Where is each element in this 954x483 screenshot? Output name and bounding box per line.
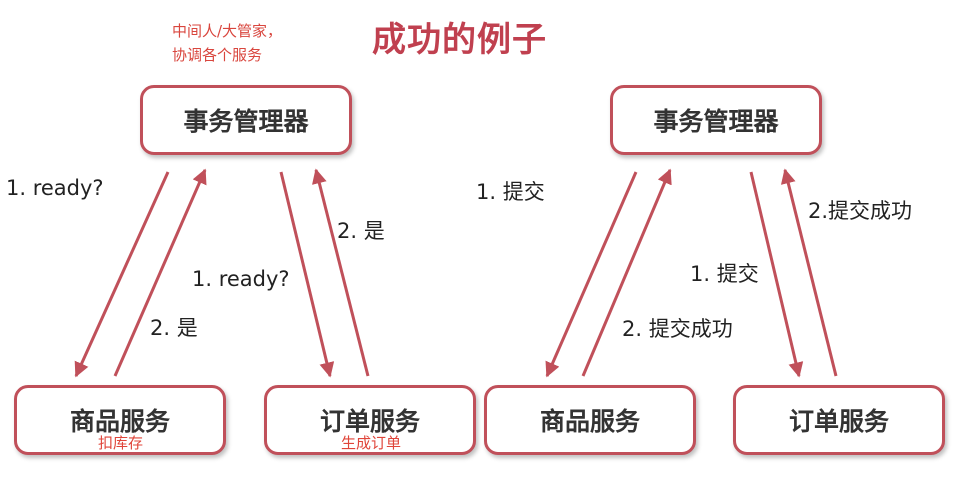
- arrow-left-coordinator-to-order: [279, 171, 335, 378]
- annotation-note: 中间人/大管家， 协调各个服务: [172, 19, 282, 67]
- left-order-service-box: 订单服务: [264, 385, 476, 455]
- left-order-note: 生成订单: [341, 434, 402, 452]
- left-label-yes-goods: 2. 是: [150, 316, 198, 340]
- right-transaction-manager-box: 事务管理器: [610, 85, 822, 155]
- right-order-service-label: 订单服务: [788, 407, 889, 436]
- left-goods-note: 扣库存: [98, 434, 144, 452]
- annotation-line-2: 协调各个服务: [172, 46, 263, 64]
- right-transaction-manager-label: 事务管理器: [653, 107, 779, 136]
- right-label-commit-order: 1. 提交: [690, 262, 759, 286]
- right-label-success-order: 2.提交成功: [808, 199, 913, 223]
- left-label-ready-goods: 1. ready?: [6, 176, 104, 200]
- left-label-ready-order: 1. ready?: [192, 267, 290, 291]
- left-goods-service-box: 商品服务: [14, 385, 226, 455]
- arrow-right-coordinator-to-goods: [545, 171, 638, 378]
- right-label-commit-goods: 1. 提交: [476, 180, 545, 204]
- left-label-yes-order: 2. 是: [337, 219, 385, 243]
- right-goods-service-label: 商品服务: [539, 407, 640, 436]
- arrow-right-goods-to-coordinator: [581, 168, 672, 377]
- left-transaction-manager-label: 事务管理器: [183, 107, 309, 136]
- page-title: 成功的例子: [372, 20, 547, 60]
- arrow-left-order-to-coordinator: [312, 168, 370, 377]
- left-transaction-manager-box: 事务管理器: [140, 85, 352, 155]
- right-goods-service-box: 商品服务: [484, 385, 696, 455]
- left-goods-service-label: 商品服务: [69, 407, 170, 436]
- right-order-service-box: 订单服务: [733, 385, 945, 455]
- arrow-left-goods-to-coordinator: [113, 168, 207, 377]
- left-order-service-label: 订单服务: [319, 407, 420, 436]
- arrow-right-coordinator-to-order: [749, 171, 804, 378]
- arrow-left-coordinator-to-goods: [74, 171, 170, 378]
- right-label-success-goods: 2. 提交成功: [622, 317, 733, 341]
- annotation-line-1: 中间人/大管家，: [172, 22, 283, 40]
- arrow-right-order-to-coordinator: [780, 168, 838, 377]
